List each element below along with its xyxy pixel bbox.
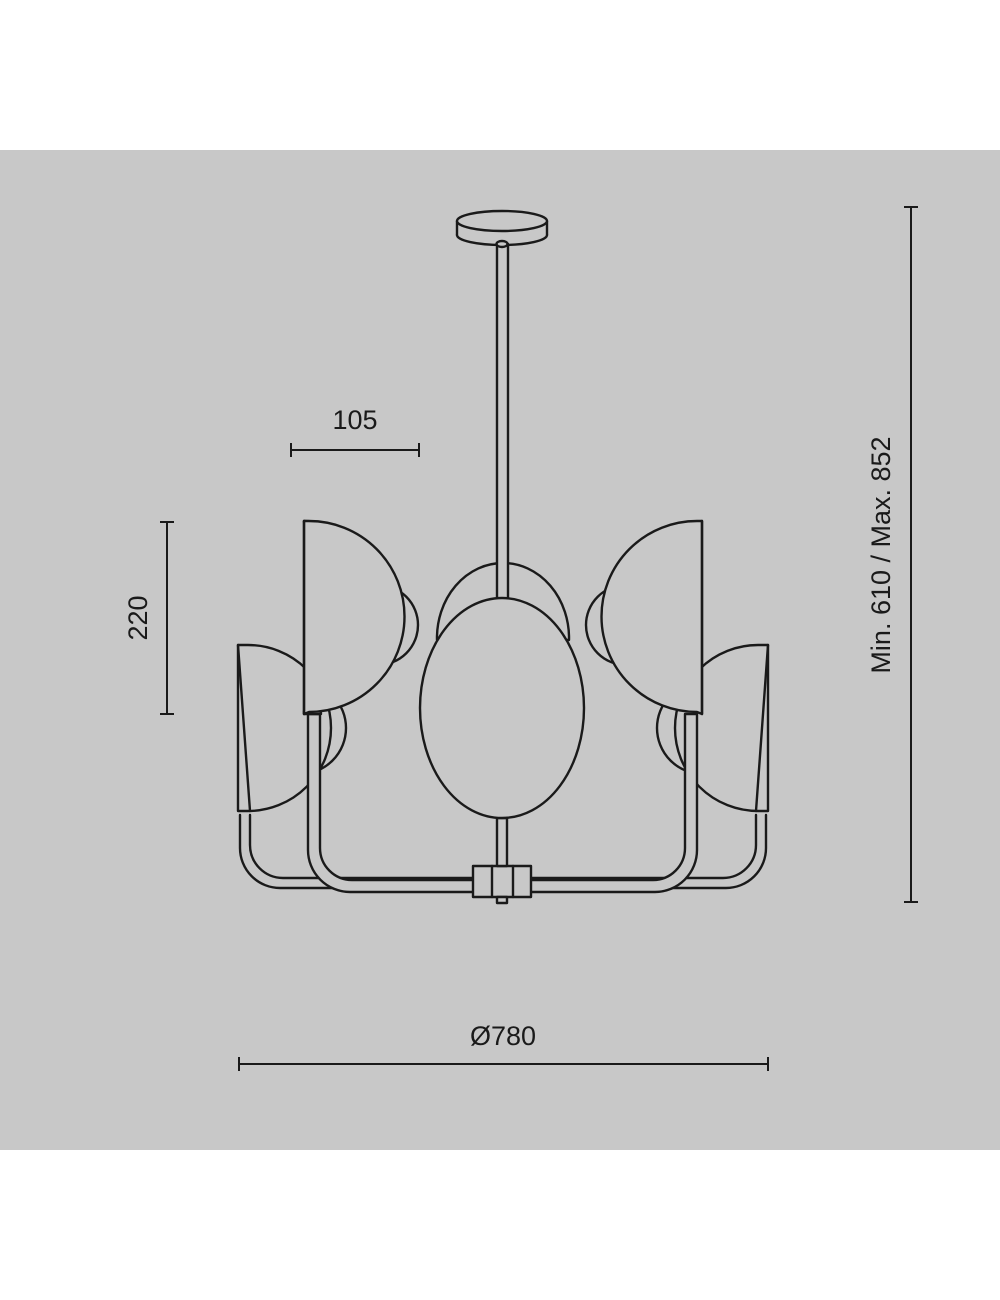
overall-height-label: Min. 610 / Max. 852 xyxy=(866,436,896,673)
shade-height-label: 220 xyxy=(123,595,153,640)
front-right-shade xyxy=(600,519,704,716)
front-left-shade xyxy=(302,519,406,716)
center-globe xyxy=(418,596,586,820)
center-stem xyxy=(495,816,509,868)
front-lamps xyxy=(302,519,704,820)
finial xyxy=(495,895,509,905)
shade-width-label: 105 xyxy=(332,405,377,435)
outer-right-arm-line1 xyxy=(506,813,768,890)
back-right-shade-edge xyxy=(754,643,770,813)
suspension-rod xyxy=(495,242,510,602)
ceiling-mount xyxy=(455,209,549,602)
diameter-label: Ø780 xyxy=(470,1021,536,1051)
canopy-top xyxy=(455,209,549,233)
back-left-shade-edge xyxy=(236,643,252,813)
arms xyxy=(238,712,768,905)
rod-top xyxy=(495,239,509,249)
outer-left-arm-line2 xyxy=(248,813,500,880)
central-hub xyxy=(471,864,533,899)
outer-right-arm-line2 xyxy=(506,813,758,880)
dimension-lines: 105 220 Min. 610 / Max. 852 Ø780 xyxy=(123,206,918,1071)
outer-left-arm-line1 xyxy=(238,813,500,890)
